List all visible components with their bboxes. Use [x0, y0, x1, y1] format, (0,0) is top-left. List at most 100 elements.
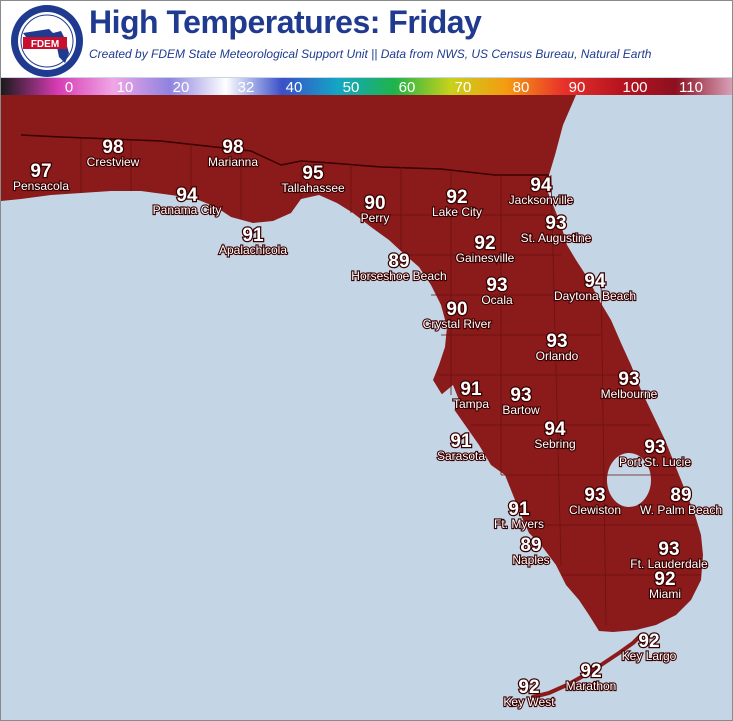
city-temp: 97	[30, 161, 51, 182]
page-title: High Temperatures: Friday	[89, 4, 482, 40]
florida-keys	[531, 633, 643, 699]
page-subtitle: Created by FDEM State Meteorological Sup…	[89, 47, 652, 61]
scale-bar	[1, 78, 732, 95]
city-temp: 93	[618, 369, 639, 390]
logo-text: FDEM	[31, 39, 59, 50]
header: FDEM High Temperatures: Friday Created b…	[1, 1, 732, 77]
city-temp: 93	[510, 385, 531, 406]
city-temp: 91	[450, 431, 472, 452]
city-name: Miami	[649, 587, 681, 601]
city-temp: 93	[546, 331, 567, 352]
city-name: Crestview	[87, 155, 140, 169]
scale-tick-70: 70	[455, 79, 472, 95]
city-name: Pensacola	[13, 179, 69, 193]
scale-tick-32: 32	[238, 79, 255, 95]
tampa-bay	[441, 385, 459, 413]
city-name: Jacksonville	[509, 193, 574, 207]
scale-tick-20: 20	[173, 79, 190, 95]
city-name: Panama City	[153, 203, 222, 217]
florida-land	[1, 135, 703, 632]
city-name: Tallahassee	[281, 181, 345, 195]
city-temp: 89	[670, 485, 691, 506]
city-temp: 98	[102, 137, 123, 158]
city-temp: 91	[242, 225, 264, 246]
city-name: Perry	[361, 211, 390, 225]
city-temp: 90	[446, 299, 467, 320]
city-temp: 93	[545, 213, 566, 234]
city-temp: 92	[580, 661, 601, 682]
city-temp: 94	[544, 419, 566, 440]
city-w-palm-beach: 89W. Palm Beach	[639, 484, 723, 518]
city-temp: 92	[654, 569, 675, 590]
city-name: Marathon	[566, 679, 617, 693]
city-name: Crystal River	[423, 317, 492, 331]
city-name: Port St. Lucie	[619, 455, 691, 469]
city-temp: 98	[222, 137, 243, 158]
florida-temperature-map: 98Crestview98Marianna97Pensacola95Tallah…	[1, 95, 732, 720]
scale-tick-80: 80	[513, 79, 530, 95]
city-name: Orlando	[536, 349, 579, 363]
georgia-alabama-land	[1, 95, 732, 175]
city-name: Horseshoe Beach	[351, 269, 446, 283]
scale-tick-100: 100	[622, 79, 647, 95]
city-name: Ft. Myers	[494, 517, 544, 531]
city-name: Bartow	[502, 403, 540, 417]
city-name: Clewiston	[569, 503, 621, 517]
city-temp: 93	[644, 437, 665, 458]
city-name: Daytona Beach	[554, 289, 636, 303]
city-temp: 90	[364, 193, 385, 214]
city-name: Lake City	[432, 205, 482, 219]
city-temp: 93	[658, 539, 679, 560]
city-name: Marianna	[208, 155, 258, 169]
city-name: Naples	[512, 553, 549, 567]
city-name: Key Largo	[622, 649, 677, 663]
city-temp: 95	[302, 163, 324, 184]
city-temp: 93	[486, 275, 507, 296]
scale-tick-60: 60	[399, 79, 416, 95]
city-temp: 94	[584, 271, 606, 292]
scale-tick-110: 110	[679, 79, 703, 95]
city-temp: 94	[530, 175, 552, 196]
scale-tick-90: 90	[569, 79, 586, 95]
city-temp: 89	[520, 535, 541, 556]
scale-tick-50: 50	[343, 79, 360, 95]
city-temp: 92	[638, 631, 659, 652]
city-name: Melbourne	[601, 387, 658, 401]
scale-tick-0: 0	[65, 79, 73, 95]
city-name: Gainesville	[456, 251, 515, 265]
lake-okeechobee	[607, 453, 651, 507]
city-temp: 93	[584, 485, 605, 506]
city-temp: 94	[176, 185, 198, 206]
city-name: Tampa	[453, 397, 489, 411]
city-temp: 92	[474, 233, 495, 254]
city-name: St. Augustine	[521, 231, 592, 245]
city-temp: 92	[518, 677, 539, 698]
